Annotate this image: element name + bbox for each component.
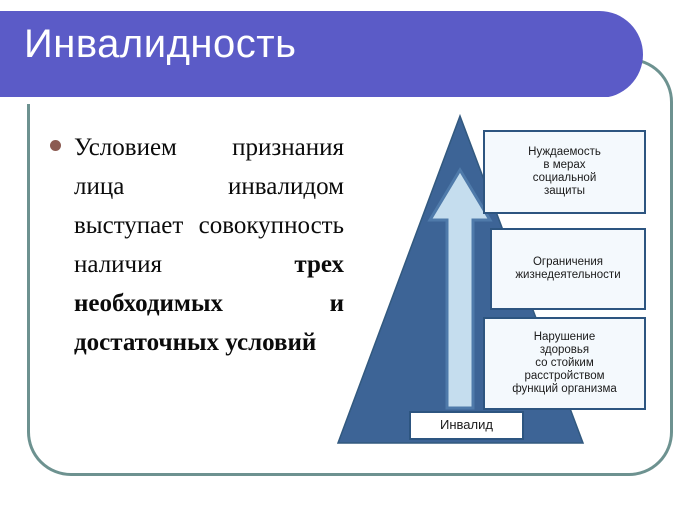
base-box-invalid-label: Инвалид	[440, 417, 493, 433]
bottom-strip	[0, 500, 700, 524]
page-title: Инвалидность	[24, 22, 297, 66]
up-arrow-icon	[427, 167, 493, 410]
body-paragraph-bold: трех необходимых и достаточных условий	[74, 251, 344, 356]
body-text-block: Условием признания лица инвалидом выступ…	[44, 128, 344, 362]
title-banner	[0, 11, 643, 101]
base-box-invalid[interactable]: Инвалид	[409, 411, 524, 440]
body-paragraph-plain: Условием признания лица инвалидом выступ…	[74, 134, 344, 278]
body-paragraph: Условием признания лица инвалидом выступ…	[44, 128, 344, 362]
title-underline	[0, 97, 630, 101]
bullet-dot-icon	[50, 140, 61, 151]
